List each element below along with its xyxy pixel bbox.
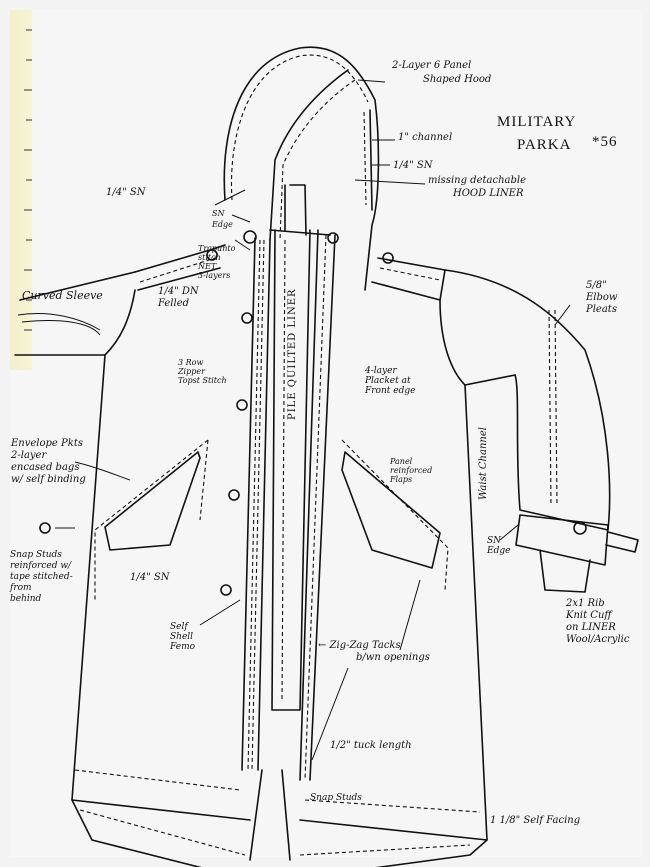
- flaps-line: Flaps: [390, 475, 413, 484]
- femo-line: Self: [170, 622, 188, 632]
- ruler-ticks: [24, 29, 32, 331]
- sn-edge-line: SN: [212, 209, 225, 218]
- trapunto-line: 3-layers: [198, 271, 231, 280]
- trapunto-line: stitch: [198, 253, 221, 262]
- leader-lines: [21, 79, 571, 761]
- cuff-sn-line: Edge: [487, 546, 511, 556]
- rib-cuff-line: 2x1 Rib: [566, 598, 605, 609]
- note-waist: Waist Channel: [478, 427, 489, 500]
- right-sleeve: [444, 269, 611, 531]
- left-pocket-flap: [104, 451, 201, 551]
- snap-reinforced-line: behind: [10, 594, 42, 604]
- trapunto-line: Trapunto: [198, 244, 236, 253]
- pile-liner: [271, 229, 311, 711]
- note-rib-cuff: 2x1 Rib Knit Cuff on LINER Wool/Acrylic: [566, 598, 629, 646]
- dn-felled-line: 1/4" DN: [158, 286, 199, 297]
- hem-left: [71, 799, 251, 867]
- note-liner: PILE QUILTED LINER: [287, 288, 298, 420]
- note-pocket-sn: 1/4" SN: [130, 572, 170, 583]
- rib-cuff-line: Knit Cuff: [566, 610, 612, 621]
- title-parka: PARKA: [517, 137, 572, 153]
- right-body-side: [464, 384, 488, 841]
- envelope-line: 2-layer: [11, 450, 47, 461]
- envelope-line: encased bags: [11, 462, 80, 473]
- snap-studs: [39, 230, 394, 596]
- note-zipper: 3 Row Zipper Topst Stitch: [178, 358, 227, 385]
- right-yoke: [371, 257, 446, 301]
- cuff: [515, 514, 609, 566]
- hem-right: [299, 819, 488, 867]
- hood-outline: [223, 46, 380, 291]
- cuff-sn-line: SN: [487, 536, 502, 546]
- note-tuck: 1/2" tuck length: [330, 740, 412, 751]
- zigzag-line: ← Zig-Zag Tacks: [318, 640, 401, 651]
- dn-felled-line: Felled: [158, 298, 190, 309]
- femo-line: Shell: [170, 632, 194, 642]
- note-facing: 1 1/8" Self Facing: [490, 815, 581, 826]
- trapunto-line: NET: [198, 262, 217, 271]
- elbow-line: Elbow: [586, 292, 618, 303]
- note-sn-edge: SN Edge: [212, 208, 233, 230]
- measuring-tape: [10, 10, 32, 370]
- flaps-line: reinforced: [390, 466, 433, 475]
- note-placket: 4-layer Placket at Front edge: [365, 366, 415, 396]
- note-hood-liner-2: HOOD LINER: [453, 188, 524, 199]
- note-curved-sleeve: Curved Sleeve: [22, 289, 103, 302]
- rib-knit-cuff: [539, 549, 591, 593]
- zigzag-line: b/wn openings: [356, 652, 430, 663]
- flaps-line: Panel: [390, 457, 413, 466]
- snap-reinforced-line: reinforced w/: [10, 561, 72, 571]
- note-flaps: Panel reinforced Flaps: [390, 457, 432, 484]
- placket-line: 4-layer: [365, 366, 397, 376]
- note-trapunto: Trapunto stitch NET 3-layers: [198, 244, 235, 280]
- note-shoulder-sn: 1/4" SN: [106, 187, 146, 198]
- note-hood-1: 2-Layer 6 Panel: [392, 60, 472, 71]
- note-femo: Self Shell Femo: [170, 622, 195, 652]
- elbow-line: Pleats: [586, 304, 617, 315]
- note-snap-studs: Snap Studs: [310, 793, 362, 803]
- note-channel: 1" channel: [398, 132, 453, 143]
- snap-reinforced-line: from: [10, 583, 32, 593]
- rib-cuff-line: Wool/Acrylic: [566, 634, 630, 645]
- femo-line: Femo: [170, 642, 196, 652]
- note-envelope: Envelope Pkts 2-layer encased bags w/ se…: [11, 438, 86, 486]
- left-body-side: [71, 354, 106, 801]
- note-snap-reinforced: Snap Studs reinforced w/ tape stitched- …: [10, 550, 73, 605]
- zipper-line: 3 Row: [178, 358, 204, 367]
- placket-line: Placket at: [365, 376, 411, 386]
- sn-edge-line: Edge: [212, 220, 233, 229]
- fishtail: [249, 769, 291, 861]
- title-number: *56: [592, 134, 618, 150]
- note-cuff-sn: SN Edge: [487, 536, 510, 556]
- note-hood-liner-1: missing detachable: [428, 175, 526, 186]
- right-front-placket: [299, 229, 336, 781]
- snap-reinforced-line: tape stitched-: [10, 572, 73, 582]
- note-hood-sn: 1/4" SN: [393, 160, 433, 171]
- left-front-placket: [241, 237, 271, 771]
- zipper-line: Zipper: [178, 367, 205, 376]
- title-military: MILITARY: [497, 114, 577, 130]
- zipper-line: Topst Stitch: [178, 376, 227, 385]
- snap-reinforced-line: Snap Studs: [10, 550, 62, 560]
- note-dn-felled: 1/4" DN Felled: [158, 286, 199, 310]
- rib-cuff-line: on LINER: [566, 622, 616, 633]
- envelope-line: w/ self binding: [11, 474, 86, 485]
- note-zigzag: ← Zig-Zag Tacks b/wn openings: [318, 640, 430, 664]
- placket-line: Front edge: [365, 386, 416, 396]
- note-hood-2: Shaped Hood: [423, 74, 492, 85]
- note-elbow: 5/8" Elbow Pleats: [586, 280, 617, 316]
- envelope-line: Envelope Pkts: [11, 438, 83, 449]
- right-pocket-flap: [341, 451, 441, 569]
- elbow-line: 5/8": [586, 280, 607, 291]
